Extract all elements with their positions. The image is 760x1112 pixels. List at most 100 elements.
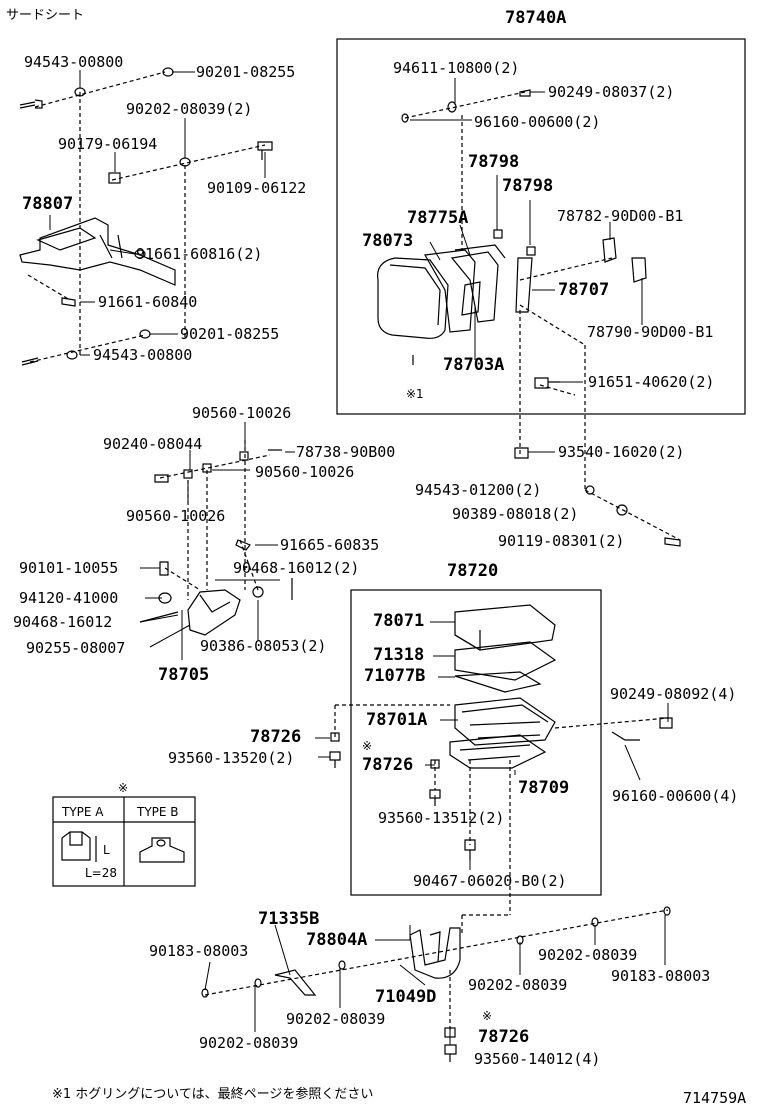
assembly-title: 78720 bbox=[447, 561, 499, 581]
latch-78790 bbox=[631, 257, 647, 283]
part-number-label: 78804A bbox=[306, 930, 368, 950]
part-number-label: 78709 bbox=[518, 778, 570, 798]
part-number-label: 90202-08039 bbox=[538, 946, 638, 964]
part-number-label: 90201-08255 bbox=[180, 325, 280, 343]
part-number-label: 90202-08039 bbox=[199, 1034, 299, 1052]
part-number-label: 94120-41000 bbox=[19, 589, 119, 607]
legend-box bbox=[52, 796, 196, 887]
part-number-label: 78707 bbox=[558, 280, 610, 300]
bolt-icon bbox=[514, 447, 529, 459]
part-number-label: 90183-08003 bbox=[611, 967, 711, 985]
part-number-label: 90202-08039(2) bbox=[126, 100, 253, 118]
cushion-frame-78775A bbox=[424, 249, 476, 333]
hinge-bracket-78807 bbox=[19, 217, 176, 286]
nut-icon bbox=[616, 504, 628, 516]
clip-icon bbox=[430, 759, 440, 769]
part-number-label: 91651-40620(2) bbox=[588, 373, 715, 391]
part-number-label: 90386-08053(2) bbox=[200, 637, 327, 655]
legend-dimension-label: L bbox=[103, 843, 110, 857]
hog-ring-note-mark: ※1 bbox=[406, 387, 424, 401]
nut-icon bbox=[183, 469, 193, 479]
part-number-label: 78798 bbox=[468, 152, 520, 172]
washer-icon bbox=[516, 935, 524, 945]
part-number-label: 90202-08039 bbox=[468, 976, 568, 994]
part-number-label: 71318 bbox=[373, 645, 425, 665]
part-number-label: 90249-08092(4) bbox=[610, 685, 737, 703]
nut-icon bbox=[239, 451, 249, 461]
screw-icon bbox=[429, 789, 441, 806]
part-number-label: 90560-10026 bbox=[192, 404, 292, 422]
clip-icon bbox=[330, 732, 340, 742]
part-number-label: 71049D bbox=[375, 987, 437, 1007]
part-number-label: 90389-08018(2) bbox=[452, 505, 579, 523]
part-number-label: 71077B bbox=[364, 666, 426, 686]
washer-icon bbox=[447, 101, 457, 113]
bolt-icon bbox=[154, 474, 169, 483]
type-b-clip-icon bbox=[139, 837, 185, 863]
figure-code: 714759A bbox=[683, 1089, 747, 1107]
part-number-label: 90201-08255 bbox=[196, 63, 296, 81]
strap-71335B bbox=[274, 969, 317, 996]
part-number-label: 78726 bbox=[362, 755, 414, 775]
part-number-label: 96160-00600(2) bbox=[474, 113, 601, 131]
section-title: サードシート bbox=[6, 8, 85, 23]
cushion-pad-78073 bbox=[377, 257, 449, 339]
nut-icon bbox=[179, 157, 191, 167]
cushion-plate-78703A bbox=[461, 281, 481, 316]
part-number-label: 94543-00800 bbox=[24, 53, 124, 71]
legend-type-a: TYPE A bbox=[62, 805, 104, 819]
part-number-label: 90202-08039 bbox=[286, 1010, 386, 1028]
part-number-label: 90109-06122 bbox=[207, 179, 307, 197]
washer-icon bbox=[663, 906, 671, 916]
part-shapes bbox=[19, 217, 647, 996]
part-number-label: 78726 bbox=[478, 1027, 530, 1047]
washer-icon bbox=[201, 988, 209, 998]
part-number-label: 90183-08003 bbox=[149, 942, 249, 960]
part-number-label: 93560-13520(2) bbox=[168, 749, 295, 767]
washer-icon bbox=[591, 917, 599, 927]
part-number-label: 78073 bbox=[362, 231, 414, 251]
sheet-71077B bbox=[454, 671, 542, 693]
legend-mark: ※ bbox=[118, 781, 129, 795]
screw-icon bbox=[235, 539, 251, 551]
bolt-icon bbox=[61, 297, 76, 307]
clip-icon bbox=[493, 229, 503, 239]
frame-78701A bbox=[454, 697, 556, 746]
part-number-label: 78798 bbox=[502, 176, 554, 196]
type-note-mark: ※ bbox=[362, 739, 373, 753]
bolt-icon bbox=[21, 357, 39, 366]
assembly-title: 78740A bbox=[505, 8, 567, 28]
bolt-icon bbox=[534, 377, 560, 389]
bolt-icon bbox=[664, 537, 681, 547]
part-number-label: 90249-08037(2) bbox=[548, 83, 675, 101]
nut-icon bbox=[74, 87, 86, 97]
part-number-label: 93540-16020(2) bbox=[558, 443, 685, 461]
footnote: ※1 ホグリングについては、最終ページを参照ください bbox=[52, 1087, 374, 1102]
part-number-label: 90468-16012 bbox=[13, 613, 113, 631]
part-number-label: 78726 bbox=[250, 727, 302, 747]
part-number-label: 94611-10800(2) bbox=[393, 59, 520, 77]
part-number-label: 93560-14012(4) bbox=[474, 1050, 601, 1068]
rod-78707 bbox=[515, 257, 533, 313]
washer-icon bbox=[254, 978, 262, 988]
assembly-frame-78720 bbox=[350, 589, 602, 896]
screw-icon bbox=[329, 751, 341, 768]
legend-dimension-value: L=28 bbox=[85, 866, 118, 880]
pointer-lines bbox=[49, 70, 669, 1045]
hinge-78705 bbox=[187, 589, 241, 636]
part-number-label: 94543-00800 bbox=[93, 346, 193, 364]
washer-icon bbox=[401, 113, 409, 123]
screw-icon bbox=[464, 839, 476, 860]
clip-icon bbox=[659, 717, 673, 729]
part-number-label: 90560-10026 bbox=[126, 507, 226, 525]
screw-icon bbox=[444, 1044, 457, 1062]
part-number-label: 78775A bbox=[407, 208, 469, 228]
spring-78709 bbox=[449, 734, 547, 769]
part-number-label: 94543-01200(2) bbox=[415, 481, 542, 499]
pad-71318 bbox=[454, 641, 557, 681]
clip-icon bbox=[444, 1027, 456, 1038]
part-number-label: 78703A bbox=[443, 355, 505, 375]
part-number-label: 78738-90B00 bbox=[296, 443, 396, 461]
